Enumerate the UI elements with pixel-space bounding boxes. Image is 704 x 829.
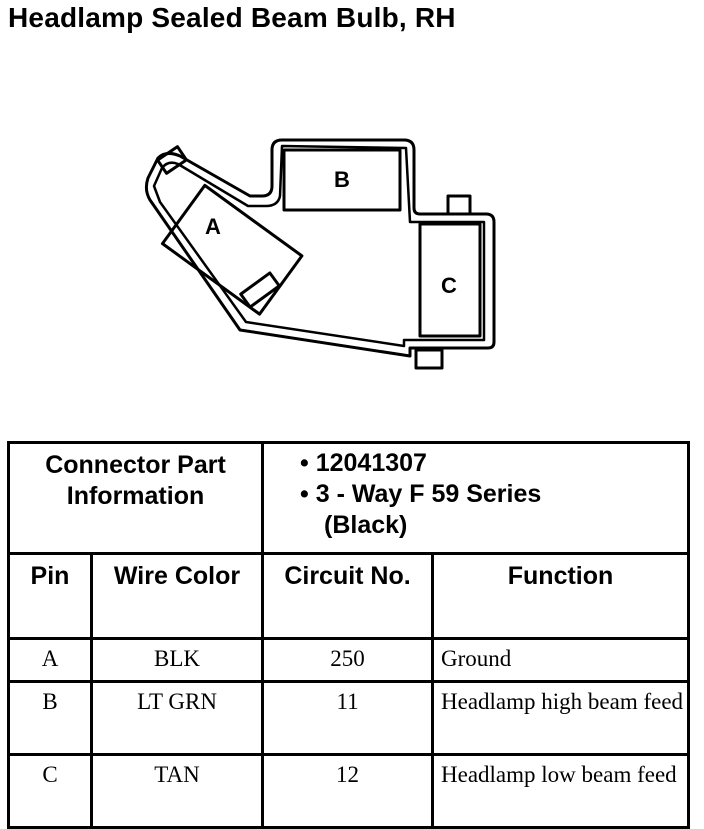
table-header-info-row: Connector Part Information • 12041307 • … [6, 441, 691, 555]
cell-circuit: 250 [261, 637, 435, 683]
cell-wire-color: LT GRN [89, 680, 265, 756]
column-header-wire-color: Wire Color [89, 552, 265, 640]
cell-circuit: 12 [261, 753, 435, 829]
pin-label-a: A [205, 214, 221, 239]
table-row: A BLK 250 Ground [7, 637, 691, 683]
latch-tab-lower [239, 271, 281, 309]
cell-pin: A [7, 637, 93, 683]
cell-wire-color: TAN [89, 753, 265, 829]
connector-color: (Black) [324, 511, 408, 539]
latch-tab-top-left [156, 145, 188, 175]
connector-info-table: Connector Part Information • 12041307 • … [6, 441, 691, 829]
cavity-c [418, 222, 482, 338]
cell-pin: B [7, 680, 93, 756]
page-title: Headlamp Sealed Beam Bulb, RH [8, 2, 456, 33]
column-header-pin: Pin [7, 552, 93, 640]
cavity-a [160, 183, 304, 316]
connector-housing-outline [144, 138, 496, 358]
cell-function: Ground [431, 637, 691, 683]
cavity-b [282, 148, 402, 212]
latch-tab-c-bottom [414, 348, 444, 370]
table-column-header-row: Pin Wire Color Circuit No. Function [7, 552, 691, 640]
cell-wire-color: BLK [89, 637, 265, 683]
table-row: B LT GRN 11 Headlamp high beam feed [7, 680, 691, 756]
part-number: • 12041307 [300, 449, 427, 477]
cell-function: Headlamp low beam feed [431, 753, 691, 829]
column-header-function: Function [431, 552, 691, 640]
connector-part-info-values: • 12041307 • 3 - Way F 59 Series (Black) [261, 441, 691, 555]
connector-diagram: A B C [144, 138, 496, 370]
connector-series: • 3 - Way F 59 Series [300, 480, 542, 508]
table-row: C TAN 12 Headlamp low beam feed [7, 753, 691, 829]
connector-housing-inner [152, 144, 486, 348]
connector-part-info-label: Connector Part Information [6, 441, 265, 555]
pin-label-b: B [334, 167, 350, 192]
column-header-circuit-no: Circuit No. [261, 552, 435, 640]
pin-label-c: C [441, 273, 457, 298]
cell-circuit: 11 [261, 680, 435, 756]
cell-function: Headlamp high beam feed [431, 680, 691, 756]
cell-pin: C [7, 753, 93, 829]
latch-tab-c-top [446, 194, 472, 216]
